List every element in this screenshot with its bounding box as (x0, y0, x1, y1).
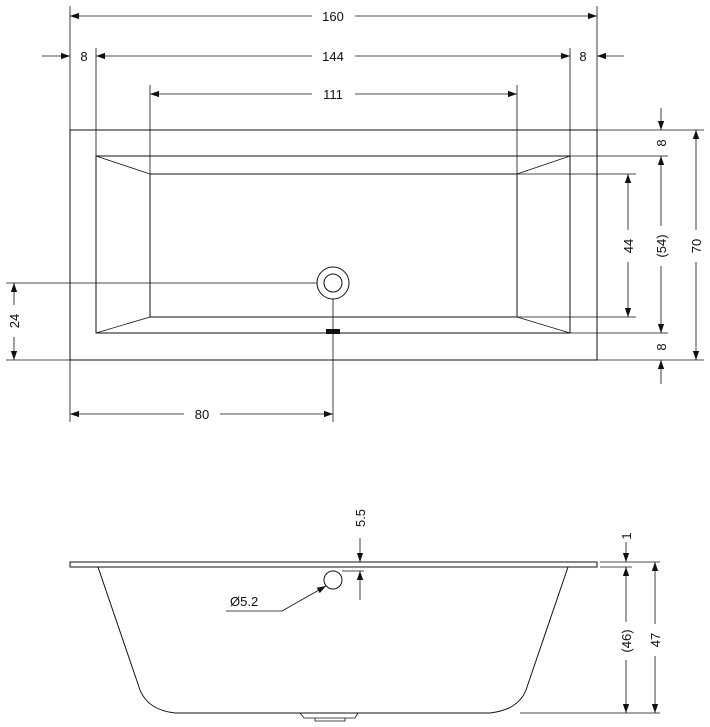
dim-label-44: 44 (621, 239, 636, 253)
dim-label-diameter: Ø5.2 (230, 594, 258, 609)
dim-label-54: (54) (654, 234, 669, 257)
dim-overall-height: 47 (648, 562, 663, 713)
basin-floor-outline (149, 173, 518, 318)
side-rim-outline (69, 561, 598, 568)
dim-label-80: 80 (195, 407, 209, 422)
dim-left-rim: 8 (42, 49, 88, 64)
dim-overall-depth: 70 (689, 130, 704, 360)
dim-label-1: 1 (619, 532, 634, 539)
dim-drain-diameter: Ø5.2 (226, 585, 327, 612)
dim-rim-thickness: 1 (619, 532, 634, 562)
dim-label-47: 47 (648, 633, 663, 647)
dim-inner-height: (46) (619, 567, 634, 713)
side-view-extension-lines (342, 561, 660, 714)
dim-top-rim: 8 (654, 108, 669, 147)
dim-label-5-5: 5.5 (353, 509, 368, 527)
dim-basin-depth: 44 (621, 174, 636, 317)
dim-label-144: 144 (322, 49, 344, 64)
dim-label-right-8: 8 (579, 49, 586, 64)
dim-label-70: 70 (689, 239, 704, 253)
dim-label-24: 24 (7, 314, 22, 328)
top-view-extension-lines (6, 6, 704, 422)
dim-inner-width: 144 (96, 49, 570, 64)
dim-basin-width: 111 (150, 87, 517, 102)
dim-label-left-8: 8 (80, 49, 87, 64)
basin-slope-lines (95, 155, 571, 334)
dim-label-bottom-8: 8 (654, 343, 669, 350)
dim-label-46: (46) (619, 629, 634, 652)
side-body-outline (97, 566, 569, 714)
dim-label-160: 160 (322, 9, 344, 24)
dim-drain-height: 5.5 (353, 509, 368, 600)
dim-inner-depth: (54) (654, 156, 669, 333)
side-drain-icon (323, 570, 343, 590)
dim-label-top-8: 8 (654, 139, 669, 146)
dim-right-rim: 8 (579, 49, 624, 64)
dim-drain-offset-y: 24 (7, 283, 22, 360)
dim-label-111: 111 (323, 87, 343, 102)
dim-bottom-rim: 8 (654, 343, 669, 384)
side-view: 5.5 1 (46) 47 Ø5.2 (69, 509, 663, 722)
outer-rim-outline (69, 129, 598, 361)
top-view: 160 144 8 8 111 8 (6, 6, 704, 422)
side-feet-outline (299, 712, 359, 722)
dim-overall-width: 160 (70, 9, 597, 24)
dim-drain-offset-x: 80 (70, 407, 333, 422)
